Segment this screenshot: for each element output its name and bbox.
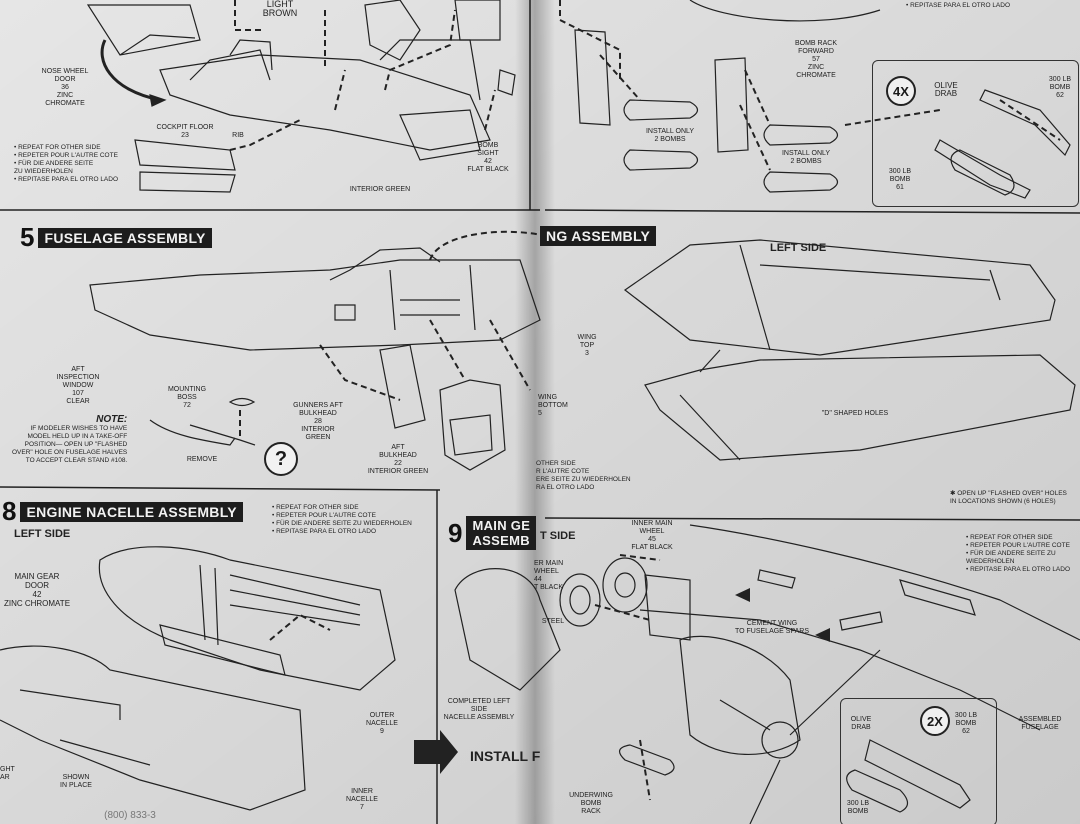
step-number: 5 xyxy=(20,222,35,252)
part-label: 300 LB BOMB 61 xyxy=(888,168,912,191)
part-label: GUNNERS AFT BULKHEAD 28 INTERIOR GREEN xyxy=(293,402,343,441)
part-label: 300 LB BOMB 62 xyxy=(1048,76,1072,99)
step-title: NG ASSEMBLY xyxy=(540,226,657,246)
repeat-note: OTHER SIDE R L'AUTRE COTE ERE SEITE ZU W… xyxy=(536,460,631,491)
part-label: ER MAIN WHEEL 44 T BLACK xyxy=(534,560,564,591)
step-title: MAIN GE ASSEMB xyxy=(466,516,537,550)
install-label: INSTALL F xyxy=(470,748,541,764)
part-label: INSTALL ONLY 2 BOMBS xyxy=(645,128,695,143)
part-label: GHT AR xyxy=(0,766,15,781)
step-number: 8 xyxy=(2,496,17,526)
part-label: COMPLETED LEFT SIDE NACELLE ASSEMBLY xyxy=(443,698,515,721)
part-label: REMOVE xyxy=(186,456,218,463)
repeat-note: • REPEAT FOR OTHER SIDE • REPETER POUR L… xyxy=(272,504,412,535)
part-label: BOMB SIGHT 42 FLAT BLACK xyxy=(467,142,509,173)
part-label: OLIVE DRAB xyxy=(850,716,872,731)
part-label: INNER MAIN WHEEL 45 FLAT BLACK xyxy=(631,520,673,551)
step-8-header: 8 ENGINE NACELLE ASSEMBLY xyxy=(2,496,243,527)
callout-box xyxy=(840,698,997,824)
left-side-label: LEFT SIDE xyxy=(14,528,71,540)
part-label: ASSEMBLED FUSELAGE xyxy=(1018,716,1062,731)
step-9-header: 9 MAIN GE ASSEMB xyxy=(448,516,537,550)
part-label: INSTALL ONLY 2 BOMBS xyxy=(781,150,831,165)
part-label: 300 LB BOMB xyxy=(846,800,870,815)
part-label: MOUNTING BOSS 72 xyxy=(167,386,207,409)
part-label: "D" SHAPED HOLES xyxy=(821,410,889,417)
part-label: UNDERWING BOMB RACK xyxy=(569,792,613,815)
part-label: COCKPIT FLOOR 23 xyxy=(156,124,214,139)
part-label: AFT INSPECTION WINDOW 107 CLEAR xyxy=(56,366,100,405)
part-label: INNER NACELLE 7 xyxy=(346,788,378,811)
step-title: ENGINE NACELLE ASSEMBLY xyxy=(20,501,243,522)
part-label: WING BOTTOM 5 xyxy=(538,394,568,417)
repeat-note: • REPEAT FOR OTHER SIDE • REPETER POUR L… xyxy=(14,144,119,183)
part-label: ✱ OPEN UP "FLASHED OVER" HOLES IN LOCATI… xyxy=(950,490,1067,505)
part-label: BOMB RACK FORWARD 57 ZINC CHROMATE xyxy=(794,40,837,79)
phone-fragment: (800) 833-3 xyxy=(104,810,156,821)
part-label: STEEL xyxy=(541,618,565,625)
part-label: RIB xyxy=(232,132,244,139)
callout-box xyxy=(872,60,1079,207)
repeat-note: • REPITASE PARA EL OTRO LADO xyxy=(906,2,1011,9)
part-label: OUTER NACELLE 9 xyxy=(366,712,398,735)
part-label: 300 LB BOMB 62 xyxy=(954,712,978,735)
part-label: LIGHT BROWN xyxy=(262,0,298,18)
part-label: MAIN GEAR DOOR 42 ZINC CHROMATE xyxy=(3,572,71,608)
part-label: CEMENT WING TO FUSELAGE SPARS xyxy=(734,620,810,635)
part-label: OLIVE DRAB xyxy=(934,81,958,98)
question-icon: ? xyxy=(264,442,298,476)
part-label: SHOWN IN PLACE xyxy=(60,774,92,789)
part-label: NOSE WHEEL DOOR 36 ZINC CHROMATE xyxy=(41,68,89,107)
quantity-badge: 4X xyxy=(886,76,916,106)
step-5-header: 5 FUSELAGE ASSEMBLY xyxy=(20,222,212,253)
repeat-note: • REPEAT FOR OTHER SIDE • REPETER POUR L… xyxy=(966,534,1071,573)
step-title: FUSELAGE ASSEMBLY xyxy=(38,227,212,248)
clear-stand-note: NOTE: IF MODELER WISHES TO HAVE MODEL HE… xyxy=(12,414,128,464)
left-side-label: T SIDE xyxy=(540,530,576,542)
step-number: 9 xyxy=(448,517,463,548)
part-label: INTERIOR GREEN xyxy=(349,186,411,193)
left-side-label: LEFT SIDE xyxy=(770,242,827,254)
step-6-header: NG ASSEMBLY xyxy=(540,226,657,246)
quantity-badge: 2X xyxy=(920,706,950,736)
part-label: AFT BULKHEAD 22 INTERIOR GREEN xyxy=(367,444,429,475)
part-label: WING TOP 3 xyxy=(577,334,597,357)
